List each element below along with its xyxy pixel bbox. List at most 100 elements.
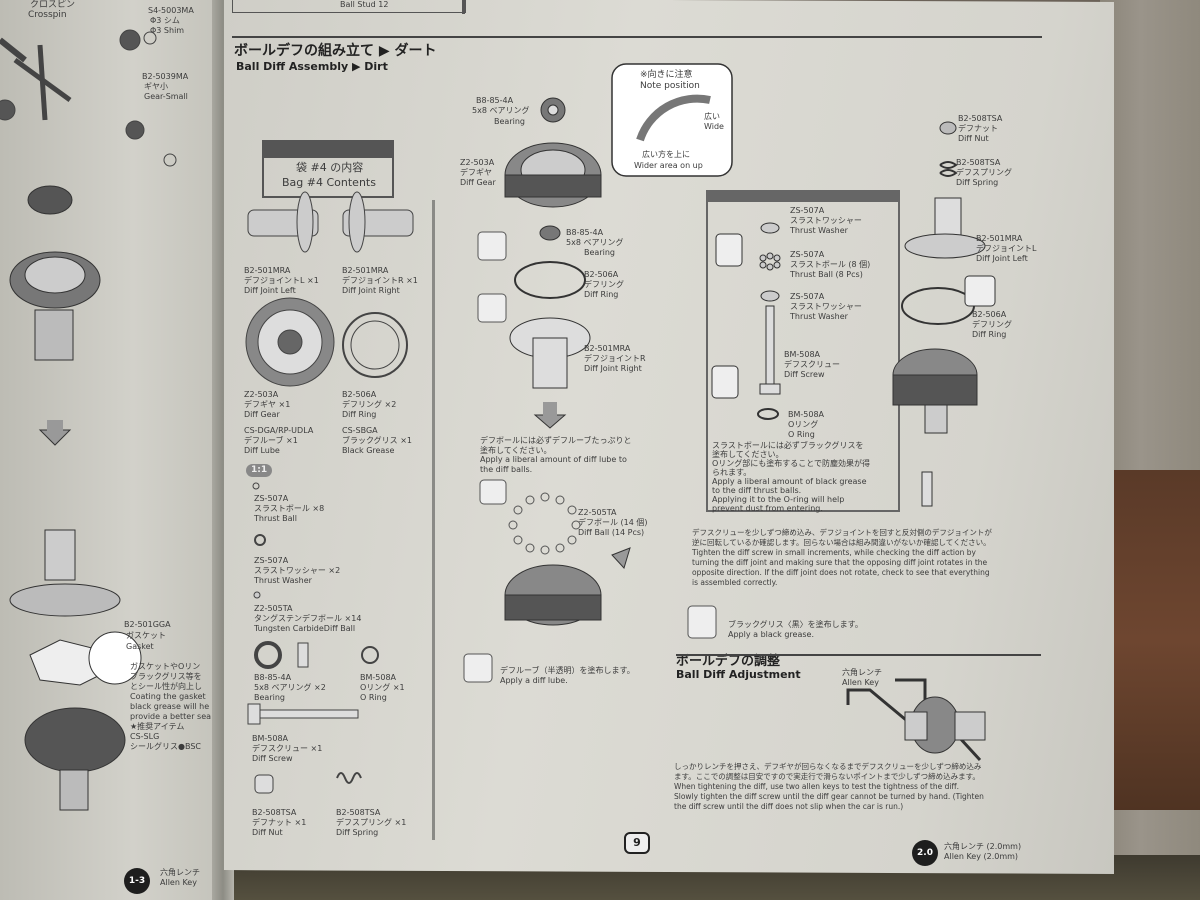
- diff-ball-en: Diff Ball (14 Pcs): [578, 528, 645, 537]
- tighten-note-line: turning the diff joint and making sure t…: [692, 558, 988, 567]
- part-jp: デフギヤ ×1: [244, 400, 291, 409]
- part-en: Diff Joint Left: [244, 286, 296, 295]
- part-en: Tungsten CarbideDiff Ball: [254, 624, 356, 633]
- lube-note-line: Apply a liberal amount of diff lube to: [480, 455, 627, 464]
- part-jp: デフリング ×2: [342, 400, 397, 409]
- washer1-code: ZS-507A: [790, 206, 825, 215]
- diff-nut-code: B2-508TSA: [958, 114, 1003, 123]
- part-code: CS-DGA/RP-UDLA: [244, 426, 314, 435]
- part-jp: デフジョイントL ×1: [244, 276, 319, 285]
- screw-jp: デフスクリュー: [784, 360, 840, 369]
- tighten-note-line: デフスクリューを少しずつ締め込み、デフジョイントを回すと反対側のデフジョイントが: [692, 528, 992, 537]
- part-code: B2-501MRA: [244, 266, 291, 275]
- footer-allen-en: Allen Key (2.0mm): [944, 852, 1019, 861]
- oring-en: O Ring: [788, 430, 815, 439]
- part-jp: デフナット ×1: [252, 818, 307, 827]
- lube-note-line: the diff balls.: [480, 464, 533, 474]
- part-jp: Oリング ×1: [360, 683, 405, 692]
- gasket-note-line: ★推奨アイテム: [130, 722, 185, 731]
- header-rule: [232, 36, 1042, 38]
- section-title-jp: ボールデフの組み立て ▶ ダート: [234, 43, 437, 59]
- thrust-ball-note-line: prevent dust from entering.: [712, 504, 823, 513]
- footer-allen-jp: 六角レンチ (2.0mm): [944, 842, 1022, 851]
- diff-nut-jp: デフナット: [958, 124, 998, 133]
- joint-left-jp: デフジョイントL: [976, 244, 1037, 253]
- part-en: Diff Lube: [244, 446, 280, 455]
- diff-ring-en: Diff Ring: [584, 290, 619, 299]
- part-en: Diff Spring: [336, 828, 379, 837]
- gasket-note-line: とシール性が向上し: [130, 682, 202, 691]
- diff-nut-en: Diff Nut: [958, 134, 989, 143]
- part-code: B2-506A: [342, 390, 377, 399]
- diff-gear-en: Diff Gear: [460, 178, 496, 187]
- thrust-ball-note-line: 塗布してください。: [712, 450, 784, 459]
- diff-ring-code: B2-506A: [584, 270, 619, 279]
- thrust-ball-note-line: Oリング部にも塗布することで防塵効果が得: [712, 459, 871, 468]
- header-divider: [462, 0, 465, 14]
- part-code: B8-85-4A: [254, 673, 292, 682]
- part-code: B2-508TSA: [336, 808, 381, 817]
- bag-title-jp: 袋 #4 の内容: [296, 161, 364, 174]
- bearing2-code: B8-85-4A: [566, 228, 604, 237]
- screw-code: BM-508A: [784, 350, 821, 359]
- gasket-note-line: CS-SLG: [130, 732, 160, 741]
- wider-area-en: Wider area on up: [634, 161, 703, 170]
- diff-spring-jp: デフスプリング: [956, 168, 1012, 177]
- adjust-text-line: Slowly tighten the diff screw until the …: [674, 792, 984, 801]
- balls-code: ZS-507A: [790, 250, 825, 259]
- crosspin-jp: クロスピン: [30, 0, 76, 10]
- step-badge-footer: 2.0: [912, 840, 938, 866]
- allen-key-en-left: Allen Key: [160, 878, 197, 887]
- ring-right-en: Diff Ring: [972, 330, 1007, 339]
- bearing2-jp: 5x8 ベアリング: [566, 238, 624, 247]
- part-code: BM-508A: [252, 734, 289, 743]
- part-code: Z2-503A: [244, 390, 279, 399]
- allen-key-jp-left: 六角レンチ: [160, 868, 200, 877]
- part-code: B2-501MRA: [342, 266, 389, 275]
- bag-title-en: Bag #4 Contents: [282, 176, 376, 189]
- gasket-note-line: black grease will he: [130, 702, 210, 711]
- joint-left-code: B2-501MRA: [976, 234, 1023, 243]
- shim-jp: Φ3 シム: [150, 16, 180, 25]
- header-box: [232, 0, 466, 13]
- washer2-code: ZS-507A: [790, 292, 825, 301]
- wide-en: Wide: [704, 122, 724, 131]
- washer1-jp: スラストワッシャー: [790, 216, 862, 225]
- note-position-en: Note position: [640, 81, 700, 91]
- diff-spring-en: Diff Spring: [956, 178, 999, 187]
- crosspin-en: Crosspin: [28, 10, 67, 20]
- screw-en: Diff Screw: [784, 370, 825, 379]
- adjust-title-en: Ball Diff Adjustment: [676, 668, 801, 681]
- bearing2-en: Bearing: [584, 248, 615, 257]
- gasket-note-line: Coating the gasket: [130, 692, 206, 701]
- part-en: Thrust Ball: [254, 514, 297, 523]
- ratio-badge: 1:1: [246, 464, 273, 477]
- apply-lube-en: Apply a diff lube.: [500, 676, 568, 685]
- wider-area-jp: 広い方を上に: [642, 150, 690, 159]
- part-jp: タングステンデフボール ×14: [254, 614, 362, 623]
- part-en: Diff Gear: [244, 410, 280, 419]
- gasket-note-line: シールグリス●BSC: [130, 742, 201, 751]
- part-en: Thrust Washer: [254, 576, 312, 585]
- ring-right-code: B2-506A: [972, 310, 1007, 319]
- bearing-top-code: B8-85-4A: [476, 96, 514, 105]
- part-jp: デフルーブ ×1: [244, 436, 298, 445]
- tighten-note-line: 逆に回転しているか確認します。回らない場合は組み間違いがないか確認してください。: [692, 538, 991, 547]
- thrust-ball-note-line: Applying it to the O-ring will help: [712, 495, 845, 504]
- thrust-ball-note-line: Apply a liberal amount of black grease: [712, 477, 867, 486]
- gasket-code: B2-501GGA: [124, 620, 171, 629]
- bearing-top-en: Bearing: [494, 117, 525, 126]
- part-jp: スラストワッシャー ×2: [254, 566, 341, 575]
- black-grease-en: Apply a black grease.: [728, 630, 814, 639]
- black-grease-jp: ブラックグリス〈黒〉を塗布します。: [728, 620, 863, 629]
- adjust-rule: [676, 654, 1041, 656]
- oring-jp: Oリング: [788, 420, 819, 429]
- part-en: Diff Screw: [252, 754, 293, 763]
- part-en: Bearing: [254, 693, 285, 702]
- balls-en: Thrust Ball (8 Pcs): [790, 270, 863, 279]
- joint-left-en: Diff Joint Left: [976, 254, 1028, 263]
- shim-code: S4-5003MA: [148, 6, 194, 15]
